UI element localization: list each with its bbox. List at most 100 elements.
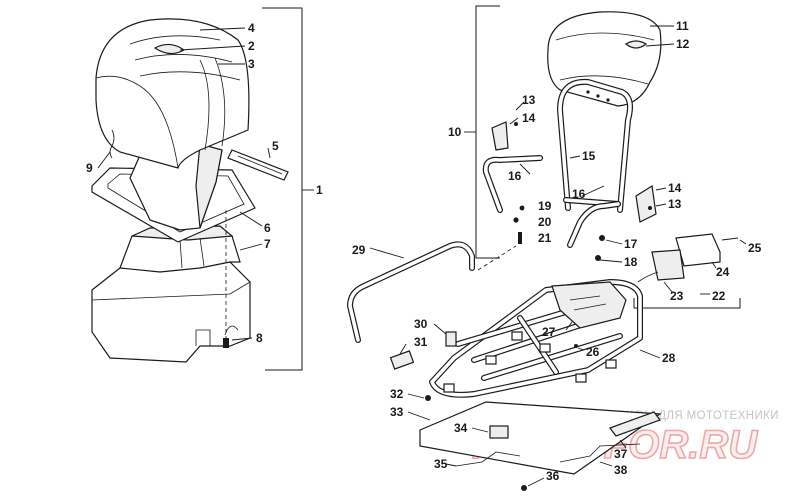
label-6: 6 [264, 221, 271, 235]
label-25: 25 [748, 241, 762, 255]
trunk-lid-ridge [129, 35, 241, 81]
label-16: 16 [508, 169, 522, 183]
leader-30 [433, 323, 447, 335]
leader-26 [577, 347, 585, 351]
label-21: 21 [538, 231, 552, 245]
label-20: 20 [538, 215, 552, 229]
label-8: 8 [256, 331, 263, 345]
label-4: 4 [248, 21, 255, 35]
backrest-badge [624, 40, 648, 49]
reflector-34 [489, 425, 509, 439]
part-labels: 4 2 3 5 9 1 6 7 8 11 12 13 14 10 15 16 1… [86, 19, 762, 483]
spacer-31 [389, 350, 415, 370]
leader-25 [739, 239, 747, 245]
label-17: 17 [624, 237, 638, 251]
trunk-bolt [223, 210, 229, 348]
underlay-sheet-33 [419, 401, 662, 475]
trunk-assembly [91, 7, 314, 371]
rack-foot-6 [511, 331, 523, 341]
nut-17 [599, 235, 605, 241]
leader-13 [515, 101, 525, 111]
leader-34 [471, 427, 489, 433]
leader-16 [519, 163, 531, 175]
label-13: 13 [522, 93, 536, 107]
label-38: 38 [614, 463, 628, 477]
frame-hole-1 [586, 90, 590, 94]
label-1: 1 [316, 183, 323, 197]
tail-light-housing [675, 233, 721, 267]
side-rail [347, 241, 517, 343]
leader-14b [655, 187, 667, 191]
leader-23 [663, 281, 673, 293]
label-31: 31 [414, 335, 428, 349]
leader-17 [605, 239, 623, 245]
rack-frame [429, 279, 661, 398]
bolt-8 [223, 338, 229, 348]
leader-15 [569, 155, 581, 159]
mounting-plate-inner [107, 173, 245, 233]
label-19: 19 [538, 199, 552, 213]
screw-25 [721, 237, 739, 241]
leader-28 [639, 349, 661, 359]
trunk-strap [227, 149, 289, 181]
label-10: 10 [448, 125, 462, 139]
label-36: 36 [546, 469, 560, 483]
tail-light-wire [637, 271, 659, 283]
leader-9 [97, 151, 111, 169]
leader-38 [599, 461, 613, 467]
leader-12 [645, 43, 675, 47]
strip-35 [455, 451, 521, 467]
label-29: 29 [352, 243, 366, 257]
leader-27 [565, 321, 573, 331]
tail-light-assembly [633, 233, 747, 309]
backrest-pad-seam [555, 32, 655, 85]
bolt-18 [595, 255, 601, 261]
screw-13-right [648, 206, 652, 210]
screw-13-left [514, 122, 518, 126]
washer-20 [513, 217, 519, 223]
trunk-base-rib [91, 237, 251, 301]
trunk-lid [95, 18, 250, 169]
leader-5 [267, 147, 271, 159]
label-14b: 14 [668, 181, 682, 195]
leader-16b [581, 185, 605, 197]
rack-foot-4 [575, 373, 587, 383]
leader-32 [407, 393, 425, 399]
rack-foot-2 [485, 355, 497, 365]
label-27: 27 [542, 325, 556, 339]
leader-31 [399, 343, 407, 355]
leader-7 [239, 243, 263, 251]
leader-35 [445, 463, 457, 467]
label-28: 28 [662, 351, 676, 365]
label-34: 34 [454, 421, 468, 435]
label-5: 5 [272, 139, 279, 153]
trunk-lid-front [95, 75, 179, 169]
leader-37 [619, 439, 627, 449]
bracket-assembly-1 [262, 7, 303, 371]
reflector-37 [609, 411, 661, 437]
label-11: 11 [676, 19, 689, 33]
trunk-base-box [91, 225, 251, 363]
label-37: 37 [614, 447, 628, 461]
bushing-30 [445, 331, 457, 347]
trunk-insert-wall [195, 143, 223, 229]
label-30: 30 [414, 317, 428, 331]
leader-36 [527, 477, 545, 487]
trunk-insert [129, 143, 223, 231]
rack-foot-5 [605, 359, 617, 369]
label-26: 26 [586, 345, 600, 359]
label-23: 23 [670, 289, 684, 303]
nut-36 [521, 485, 527, 491]
label-16b: 16 [572, 187, 586, 201]
label-2: 2 [248, 39, 255, 53]
side-bracket-right [635, 185, 657, 223]
label-24: 24 [716, 265, 730, 279]
rack-mount-plate [551, 281, 627, 329]
rack-bolt-26 [574, 344, 578, 348]
leader-13b [655, 203, 667, 207]
label-22: 22 [712, 289, 726, 303]
label-33: 33 [390, 405, 404, 419]
leader-14 [509, 117, 519, 125]
leader-2 [179, 45, 246, 51]
